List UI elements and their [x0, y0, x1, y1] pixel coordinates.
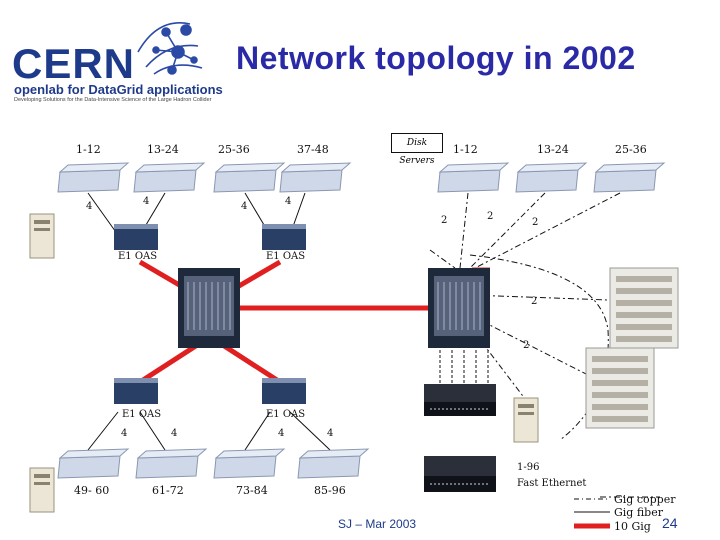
page-title: Network topology in 2002	[236, 40, 636, 76]
link-count: 4	[241, 201, 248, 212]
core-router-left	[178, 268, 240, 348]
fast-ethernet-label: Fast Ethernet	[517, 478, 587, 489]
switch-label-61-72: 61-72	[152, 484, 184, 497]
logo-tagline: Developing Solutions for the Data-Intens…	[14, 97, 212, 103]
fast-ethernet-range: 1-96	[517, 462, 540, 473]
disk-server-rack-top	[609, 267, 679, 349]
aggregator-top-right	[262, 224, 306, 250]
switch-label-85-96: 85-96	[314, 484, 346, 497]
cern-logo-icon	[137, 22, 203, 75]
aggregator-label: E1 OAS	[122, 409, 162, 420]
aggregator-bottom-right	[262, 378, 306, 404]
aggregator-label: E1 OAS	[118, 251, 158, 262]
switch-r-13-24	[515, 162, 588, 193]
link-count: 4	[327, 428, 334, 439]
logo-word: CERN	[12, 40, 136, 87]
switch-label-73-84: 73-84	[236, 484, 268, 497]
link-count: 4	[171, 428, 178, 439]
switch-label-37-48: 37-48	[297, 143, 329, 156]
legend-lines	[574, 498, 610, 529]
pc-tower-left-bottom	[29, 467, 55, 513]
switch-group	[57, 162, 666, 479]
switch-r-25-36	[593, 162, 666, 193]
link-count: 2	[487, 211, 494, 222]
switch-label-25-36: 25-36	[218, 143, 250, 156]
switch-37-48	[279, 162, 352, 193]
aggregator-group	[114, 224, 306, 404]
switch-label-r-13-24: 13-24	[537, 143, 569, 156]
switch-85-96	[297, 448, 370, 479]
switch-label-r-25-36: 25-36	[615, 143, 647, 156]
switch-49-60	[57, 448, 130, 479]
legend-ten-gig: 10 Gig	[614, 520, 651, 533]
aggregator-label: E1 OAS	[266, 409, 306, 420]
switch-73-84	[213, 448, 286, 479]
logo-subtitle: openlab for DataGrid applications	[14, 82, 223, 97]
disk-servers-label: Disk Servers	[391, 133, 443, 166]
switch-label-13-24: 13-24	[147, 143, 179, 156]
link-count: 2	[441, 215, 448, 226]
link-count: 4	[121, 428, 128, 439]
pc-tower-left-top	[29, 213, 55, 259]
aggregator-top-left	[114, 224, 158, 250]
switch-r-1-12	[437, 162, 510, 193]
link-count: 4	[86, 201, 93, 212]
switch-61-72	[135, 448, 208, 479]
footer-text: SJ – Mar 2003	[338, 517, 417, 531]
switch-label-49-60: 49- 60	[74, 484, 110, 497]
switch-25-36	[213, 162, 286, 193]
link-count: 4	[143, 196, 150, 207]
legend-fiber: Gig fiber	[614, 506, 663, 519]
pc-tower-right	[513, 397, 539, 443]
link-count: 2	[531, 296, 538, 307]
link-count: 2	[523, 340, 530, 351]
link-count: 2	[532, 217, 539, 228]
switch-label-1-12: 1-12	[76, 143, 101, 156]
legend-copper: Gig copper	[614, 493, 676, 506]
fast-ethernet-device-top	[424, 384, 496, 416]
disk-server-rack-bottom	[585, 347, 655, 429]
link-count: 4	[278, 428, 285, 439]
page-number: 24	[662, 515, 678, 531]
switch-label-r-1-12: 1-12	[453, 143, 478, 156]
switch-1-12	[57, 162, 130, 193]
link-count: 4	[285, 196, 292, 207]
switch-13-24	[133, 162, 206, 193]
aggregator-bottom-left	[114, 378, 158, 404]
fast-ethernet-device-bottom	[424, 456, 496, 492]
core-router-right	[428, 268, 490, 348]
aggregator-label: E1 OAS	[266, 251, 306, 262]
